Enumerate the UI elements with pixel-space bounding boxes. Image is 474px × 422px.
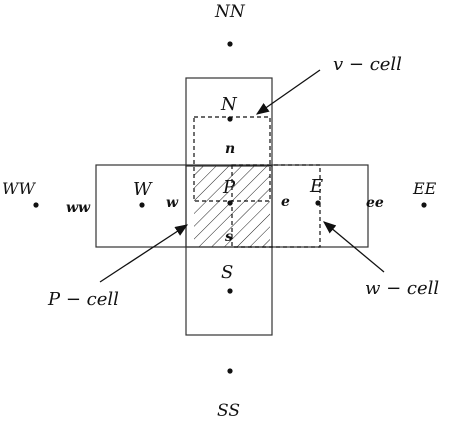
node-ss: [227, 368, 233, 374]
label-w-node: W: [133, 179, 153, 200]
label-ee: EE: [412, 179, 437, 198]
node-n: [227, 116, 233, 122]
label-ww: WW: [2, 179, 36, 198]
callout-p-cell: P − cell: [47, 289, 119, 310]
label-p: P: [222, 177, 236, 198]
label-ss: SS: [217, 401, 240, 421]
label-ee-face: ee: [366, 195, 384, 211]
node-nn: [227, 41, 233, 47]
arrow-w-cell: [323, 221, 385, 273]
node-w: [139, 202, 145, 208]
label-e-node: E: [309, 176, 323, 197]
callout-v-cell: v − cell: [333, 54, 402, 75]
node-s: [227, 288, 233, 294]
label-e-face: e: [281, 194, 290, 210]
arrow-p-cell: [99, 224, 189, 283]
label-s-face: s: [225, 229, 233, 245]
label-ww-face: ww: [66, 200, 91, 216]
node-ww: [33, 202, 39, 208]
label-s: S: [221, 262, 233, 283]
label-n: N: [220, 94, 238, 115]
node-e: [315, 200, 321, 206]
callout-w-cell: w − cell: [365, 278, 439, 299]
node-ee: [421, 202, 427, 208]
p-cell-hatched-area: [194, 165, 270, 247]
cell-south: [185, 246, 273, 336]
label-n-face: n: [225, 141, 235, 157]
w-cell-dashed: [231, 164, 321, 248]
label-w-face: w: [166, 195, 179, 211]
label-nn: NN: [214, 2, 246, 22]
cell-north: [185, 77, 273, 167]
node-p: [227, 200, 233, 206]
arrow-v-cell: [255, 69, 321, 115]
